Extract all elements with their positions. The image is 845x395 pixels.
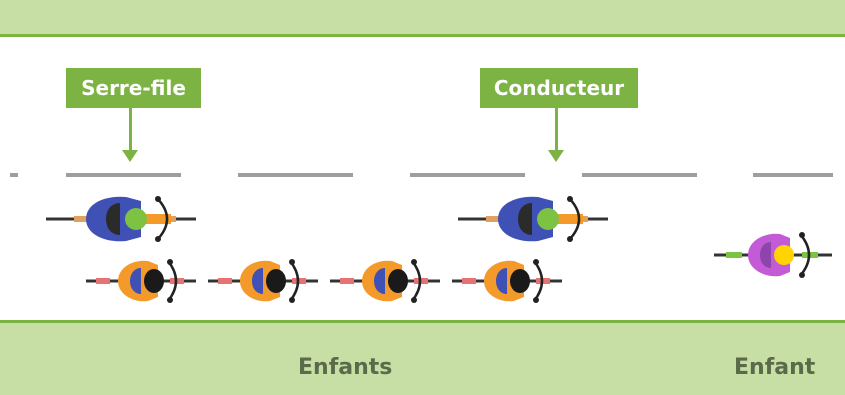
- child-cyclist-icon: [208, 259, 318, 303]
- adult-cyclist-icon: [46, 196, 196, 242]
- lane-dash: [410, 173, 525, 177]
- child-cyclist-icon: [330, 259, 440, 303]
- driver-arrow: [555, 108, 558, 150]
- lane-dash: [582, 173, 697, 177]
- rear-leader-arrowhead: [122, 150, 138, 162]
- bottom-roadside-band: [0, 320, 845, 395]
- driver-callout: Conducteur: [480, 68, 638, 108]
- children-label: Enfants: [298, 355, 393, 380]
- rear-leader-arrow: [129, 108, 132, 150]
- child-label: Enfant: [734, 355, 816, 380]
- solo-child-cyclist-icon: [714, 232, 832, 278]
- lane-dash: [753, 173, 833, 177]
- lane-dash: [238, 173, 353, 177]
- driver-arrowhead: [548, 150, 564, 162]
- top-roadside-band: [0, 0, 845, 37]
- child-cyclist-icon: [86, 259, 196, 303]
- adult-cyclist-icon: [458, 196, 608, 242]
- rear-leader-callout: Serre-file: [66, 68, 201, 108]
- lane-dash: [66, 173, 181, 177]
- child-cyclist-icon: [452, 259, 562, 303]
- lane-dash: [10, 173, 18, 177]
